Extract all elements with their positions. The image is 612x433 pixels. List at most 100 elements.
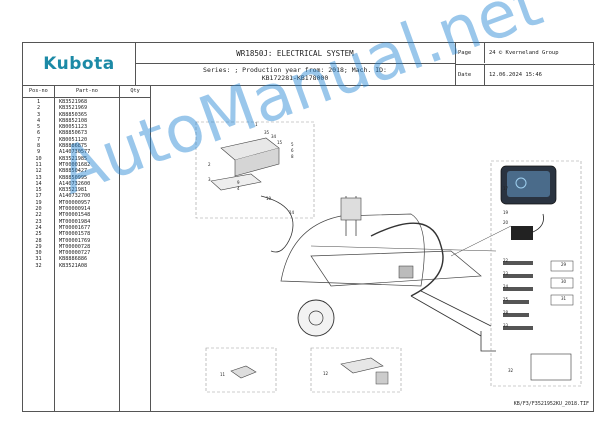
pos-cell: 9 <box>36 149 41 156</box>
callout-number: 31 <box>561 296 567 301</box>
part-number-cell: MT00000728 <box>59 243 91 250</box>
switch-shape <box>375 371 389 385</box>
part-number-cell: KB3521A08 <box>59 262 88 269</box>
meta-cell: Page 24 © Kverneland Group Date 12.06.20… <box>455 43 595 85</box>
part-number-cell: KB8850365 <box>59 111 88 118</box>
table-row: 23 MT00001984 <box>23 219 150 225</box>
table-row: 19 MT00000957 <box>23 200 150 206</box>
part-number-cell: MT00001677 <box>59 224 91 231</box>
hitch-shape <box>480 331 496 352</box>
pos-cell: 8 <box>36 143 41 150</box>
callout-number: 9 <box>237 180 240 185</box>
pos-cell: 23 <box>35 218 42 225</box>
part-number-cell: MT00001578 <box>59 231 91 238</box>
callout-number: 2 <box>208 162 211 167</box>
col-header-pos: Pos-no <box>23 85 55 97</box>
page-title: WR1850J: ELECTRICAL SYSTEM <box>135 43 455 64</box>
part-number-cell: KB8850673 <box>59 130 88 137</box>
part-number-cell: KB8852108 <box>59 117 88 124</box>
series-info: Series: ; Production year from: 2018; Ma… <box>135 63 455 85</box>
inset-frame-sensor <box>205 347 277 393</box>
pos-cell: 28 <box>35 237 42 244</box>
table-row: 29 MT00000728 <box>23 244 150 250</box>
connector-part <box>503 313 529 317</box>
date-label: Date <box>455 65 485 85</box>
callout-number: 25 <box>503 297 509 302</box>
col-header-qty: Qty <box>130 88 140 94</box>
pos-cell: 2 <box>36 105 41 112</box>
pos-cell: 17 <box>35 193 42 200</box>
callout-number: 23 <box>503 271 509 276</box>
col-divider <box>54 97 55 411</box>
part-number-cell: KB8886875 <box>59 143 88 150</box>
page-value: 24 © Kverneland Group <box>489 50 559 56</box>
callout-number: 28 <box>503 310 509 315</box>
brand-logo: Kubota <box>43 54 115 74</box>
part-number-cell: KB8886886 <box>59 256 88 263</box>
fuse-block <box>550 277 574 289</box>
part-number-cell: KB8850427 <box>59 168 88 175</box>
table-row: 3 KB8850365 <box>23 112 150 118</box>
table-row: 8 KB8886875 <box>23 143 150 149</box>
callout-number: 15 <box>277 140 283 145</box>
junction-box <box>398 265 414 279</box>
page-row: Page 24 © Kverneland Group <box>455 43 595 63</box>
wheel-shape <box>297 299 335 337</box>
callout-number: 22 <box>503 258 509 263</box>
title-cell: WR1850J: ELECTRICAL SYSTEM Series: ; Pro… <box>135 43 456 85</box>
callout-number: 10 <box>266 196 272 201</box>
parts-table-header: Pos-no Part-no Qty <box>23 85 150 98</box>
callout-number: 8 <box>291 154 294 159</box>
drawing-file-ref: KB/F3/F3521952KU_2018.TIF <box>513 401 589 407</box>
date-row: Date 12.06.2024 15:46 <box>455 64 595 85</box>
connector-part <box>503 274 533 278</box>
part-number-cell: KB3521985 <box>59 155 88 162</box>
logo-cell: Kubota <box>23 43 136 85</box>
series-line-2: KB172281-KB178000 <box>261 74 329 82</box>
pos-cell: 29 <box>35 243 42 250</box>
callout-number: 1 <box>255 122 258 127</box>
catalog-sheet: Kubota WR1850J: ELECTRICAL SYSTEM Series… <box>22 42 595 412</box>
leader-line <box>450 225 512 257</box>
pos-cell: 19 <box>35 199 42 206</box>
part-number-cell: MT00001984 <box>59 218 91 225</box>
sensor-housing <box>340 197 362 221</box>
pos-cell: 3 <box>36 111 41 118</box>
part-number-cell: KB3521981 <box>59 187 88 194</box>
table-row: 24 MT00001677 <box>23 225 150 231</box>
callout-number: 14 <box>289 210 295 215</box>
pos-cell: 12 <box>35 168 42 175</box>
callout-number: 17 <box>503 186 509 191</box>
drawbar-shape <box>410 290 492 337</box>
pos-cell: 32 <box>35 262 42 269</box>
callout-number: 6 <box>291 148 294 153</box>
part-number-cell: MT00000957 <box>59 199 91 206</box>
callout-number: 3 <box>208 177 211 182</box>
callout-number: 29 <box>561 262 567 267</box>
callout-number: 20 <box>503 220 509 225</box>
pos-cell: 13 <box>35 174 42 181</box>
pos-cell: 24 <box>35 224 42 231</box>
power-supply <box>511 226 533 240</box>
callout-number: 24 <box>503 284 509 289</box>
bracket-plate <box>210 173 262 191</box>
terminal-screen <box>507 171 550 197</box>
pos-cell: 25 <box>35 231 42 238</box>
pos-cell: 15 <box>35 187 42 194</box>
table-row: 32 KB3521A08 <box>23 263 150 269</box>
fuse-block <box>550 260 574 272</box>
hoop-frame <box>370 222 444 297</box>
pos-cell: 14 <box>35 180 42 187</box>
pos-cell: 10 <box>35 155 42 162</box>
